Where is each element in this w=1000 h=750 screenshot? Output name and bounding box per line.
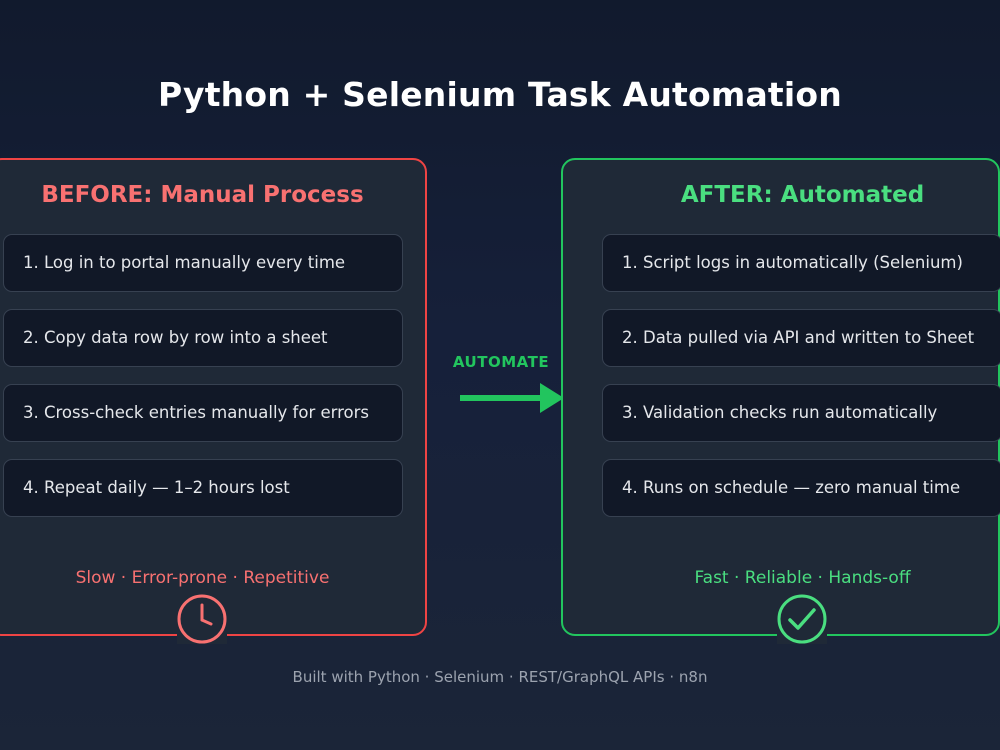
- checkmark-icon: [777, 594, 827, 644]
- before-step-4: 4. Repeat daily — 1–2 hours lost: [3, 459, 403, 517]
- page-title: Python + Selenium Task Automation: [158, 75, 842, 114]
- clock-icon: [177, 594, 227, 644]
- after-step-3: 3. Validation checks run automatically: [602, 384, 1000, 442]
- before-tagline: Slow · Error-prone · Repetitive: [75, 568, 330, 588]
- before-panel: BEFORE: Manual Process 1. Log in to port…: [0, 158, 427, 644]
- after-heading: AFTER: Automated: [680, 182, 925, 208]
- after-tagline: Fast · Reliable · Hands-off: [694, 568, 911, 588]
- before-step-2: 2. Copy data row by row into a sheet: [3, 309, 403, 367]
- before-step-1: 1. Log in to portal manually every time: [3, 234, 403, 292]
- after-step-4: 4. Runs on schedule — zero manual time: [602, 459, 1000, 517]
- arrow-right-icon: [460, 382, 566, 418]
- automate-label: AUTOMATE: [452, 353, 550, 371]
- after-step-2: 2. Data pulled via API and written to Sh…: [602, 309, 1000, 367]
- before-heading: BEFORE: Manual Process: [41, 182, 364, 208]
- after-panel: AFTER: Automated 1. Script logs in autom…: [561, 158, 1000, 644]
- before-step-3: 3. Cross-check entries manually for erro…: [3, 384, 403, 442]
- after-step-1: 1. Script logs in automatically (Seleniu…: [602, 234, 1000, 292]
- footer-credits: Built with Python · Selenium · REST/Grap…: [292, 668, 708, 686]
